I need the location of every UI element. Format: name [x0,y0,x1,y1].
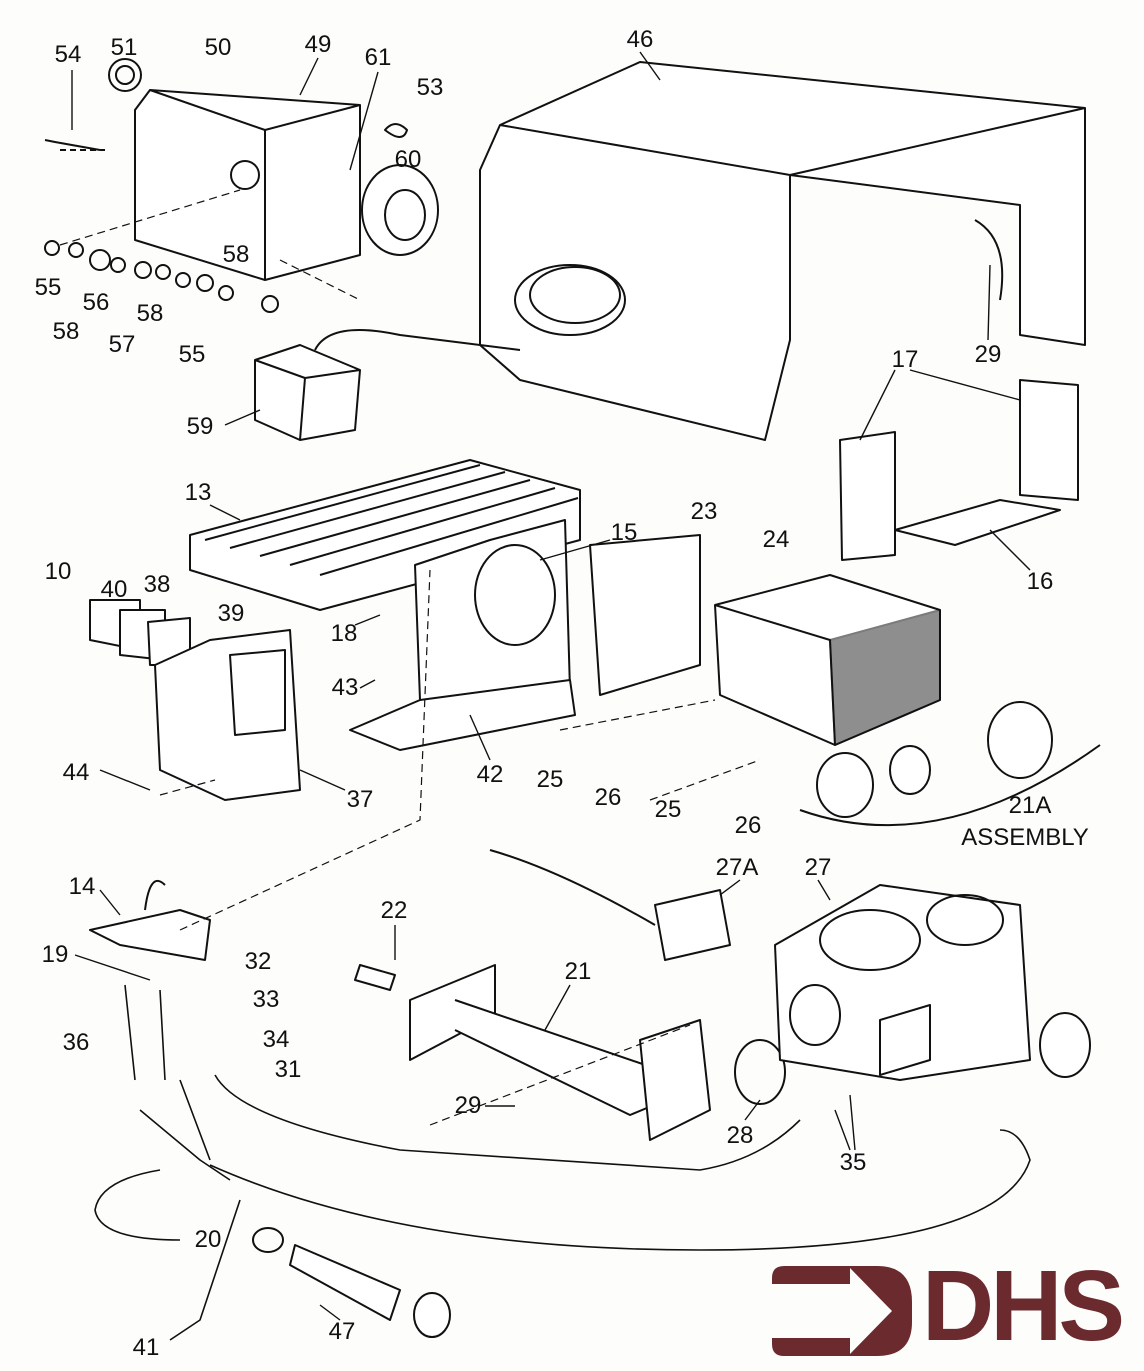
part-label-21a: 21A [1008,792,1052,819]
part-label-14: 14 [68,873,96,900]
part-label-47: 47 [328,1318,356,1345]
part-label-58: 58 [222,241,250,268]
part-label-56: 56 [82,289,110,316]
part-label-60: 60 [394,146,422,173]
part-label-21: 21 [564,958,592,985]
pilot-burner [89,909,211,961]
part-label-41: 41 [132,1334,160,1361]
part-label-31: 31 [274,1056,302,1083]
tubes-and-wires [94,984,1031,1341]
part-label-58: 58 [52,318,80,345]
part-label-39: 39 [217,600,245,627]
part-label-36: 36 [62,1029,90,1056]
part-label-46: 46 [626,26,654,53]
dhs-logo: DHS [772,1256,1134,1360]
part-label-25: 25 [536,766,564,793]
part-label-54: 54 [54,41,82,68]
o-ring [734,1039,786,1105]
logo-text: DHS [922,1250,1125,1362]
gasket-plate [589,534,701,696]
part-label-17: 17 [891,346,919,373]
insulation-panels [839,379,1079,561]
part-label-42: 42 [476,761,504,788]
part-label-43: 43 [331,674,359,701]
part-label-61: 61 [364,44,392,71]
part-label-20: 20 [194,1226,222,1253]
piezo-igniter [252,1227,451,1338]
part-label-13: 13 [184,479,212,506]
thermostat [254,329,521,441]
part-label-18: 18 [330,620,358,647]
connector-cable [489,849,656,926]
fitting-assembly [799,701,1101,827]
part-label-15: 15 [610,519,638,546]
part-label-33: 33 [252,986,280,1013]
burner-frame-hole [474,544,556,646]
logo-arrow-icon [772,1266,912,1356]
part-label-35: 35 [839,1149,867,1176]
part-label-26: 26 [734,812,762,839]
combustion-chamber-housing [479,61,1086,441]
leader-lines [71,51,1031,1321]
sight-glass-plates [89,599,576,801]
part-label-44: 44 [62,759,90,786]
part-label-22: 22 [380,897,408,924]
assembly-dashed-lines [59,189,761,1126]
part-label-57: 57 [108,331,136,358]
part-label-49: 49 [304,31,332,58]
part-label-29: 29 [454,1092,482,1119]
part-label-29: 29 [974,341,1002,368]
control-knob [361,123,439,256]
part-label-23: 23 [690,498,718,525]
connector [654,889,731,961]
burner [189,459,581,611]
part-label-assembly: ASSEMBLY [961,824,1089,851]
part-label-28: 28 [726,1122,754,1149]
part-label-58: 58 [136,300,164,327]
part-label-10: 10 [44,558,72,585]
part-label-53: 53 [416,74,444,101]
part-label-16: 16 [1026,568,1054,595]
part-label-37: 37 [346,786,374,813]
part-label-27a: 27A [715,854,759,881]
part-label-32: 32 [244,948,272,975]
part-label-50: 50 [204,34,232,61]
part-label-19: 19 [41,941,69,968]
part-label-55: 55 [178,341,206,368]
mesh-cover [714,574,941,746]
part-label-59: 59 [186,413,214,440]
part-label-25: 25 [654,796,682,823]
part-label-34: 34 [262,1026,290,1053]
part-label-40: 40 [100,576,128,603]
pilot-hood [144,879,166,911]
part-label-55: 55 [34,274,62,301]
part-label-24: 24 [762,526,790,553]
part-label-38: 38 [143,571,171,598]
control-bracket [108,58,361,281]
manifold-tube [354,964,711,1141]
part-label-27: 27 [804,854,832,881]
gas-valve [774,884,1091,1081]
part-label-26: 26 [594,784,622,811]
part-label-51: 51 [110,34,138,61]
washers-nuts [44,139,279,313]
